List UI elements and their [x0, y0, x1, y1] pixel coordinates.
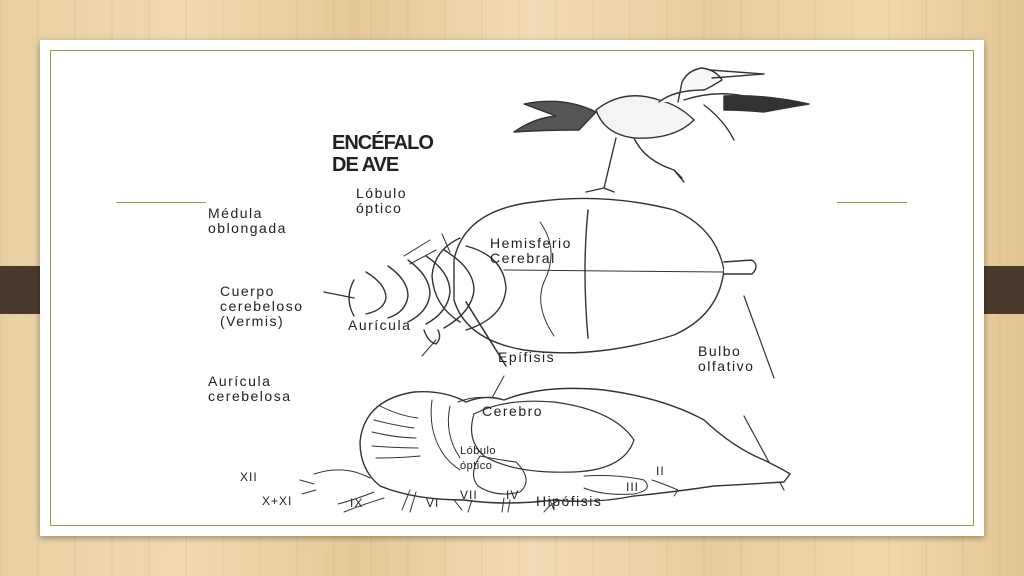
- label-cuerpo-line2: cerebeloso: [220, 298, 304, 314]
- label-auricula-cerebelosa: Aurícula cerebelosa: [208, 374, 292, 404]
- label-medula-line2: oblongada: [208, 220, 287, 236]
- title-line-1: ENCÉFALO: [332, 132, 434, 154]
- slide: ENCÉFALO DE AVE Lóbulo óptico Médula obl…: [40, 40, 984, 536]
- label-epifisis: Epífisis: [498, 349, 556, 365]
- label-auricula-cerebelosa-line2: cerebelosa: [208, 388, 292, 404]
- diagram-drawing: [299, 67, 810, 513]
- title-line-2: DE AVE: [332, 154, 399, 176]
- decorative-line-right: [837, 202, 907, 203]
- label-nerve-iii: III: [626, 480, 640, 494]
- label-auricula-cerebelosa-line1: Aurícula: [208, 373, 272, 389]
- label-hemisferio-line1: Hemisferio: [490, 235, 572, 251]
- label-cuerpo-cerebeloso: Cuerpo cerebeloso (Vermis): [220, 284, 304, 329]
- brain-diagram: ENCÉFALO DE AVE Lóbulo óptico Médula obl…: [204, 60, 844, 530]
- label-nerve-ii: II: [656, 464, 665, 478]
- label-cerebro: Cerebro: [482, 403, 544, 419]
- label-medula-oblongada: Médula oblongada: [208, 206, 287, 236]
- label-bulbo-line2: olfativo: [698, 358, 755, 374]
- label-hemisferio-line2: Cerebral: [490, 250, 556, 266]
- label-hipofisis: Hipófisis: [536, 493, 603, 509]
- diagram-title: ENCÉFALO DE AVE: [332, 132, 532, 176]
- label-lobulo-optico-bottom: Lóbulo óptico: [460, 444, 496, 474]
- label-hemisferio-cerebral: Hemisferio Cerebral: [490, 236, 572, 266]
- label-nerve-xii: XII: [240, 470, 258, 484]
- label-cuerpo-line1: Cuerpo: [220, 283, 275, 299]
- label-cuerpo-line3: (Vermis): [220, 313, 285, 329]
- label-nerve-ix: IX: [350, 496, 364, 510]
- label-optico-line2: óptico: [356, 200, 403, 216]
- label-nerve-vi: VI: [426, 496, 440, 510]
- decorative-line-left: [116, 202, 206, 203]
- label-lobulo-line1: Lóbulo: [356, 185, 408, 201]
- label-nerve-iv: IV: [506, 488, 520, 502]
- label-nerve-vii: VII: [460, 488, 478, 502]
- label-lobulo-bottom-line1: Lóbulo: [460, 445, 497, 457]
- label-medula-line1: Médula: [208, 205, 263, 221]
- label-lobulo-optico-top: Lóbulo óptico: [356, 186, 407, 216]
- label-bulbo-olfativo: Bulbo olfativo: [698, 344, 754, 374]
- crane-illustration: [513, 67, 810, 193]
- label-auricula: Aurícula: [348, 317, 412, 333]
- slide-frame: [50, 50, 974, 526]
- label-bulbo-line1: Bulbo: [698, 343, 742, 359]
- label-nerve-x-xi: X+XI: [262, 494, 293, 508]
- label-optico-bottom-line2: óptico: [460, 460, 493, 472]
